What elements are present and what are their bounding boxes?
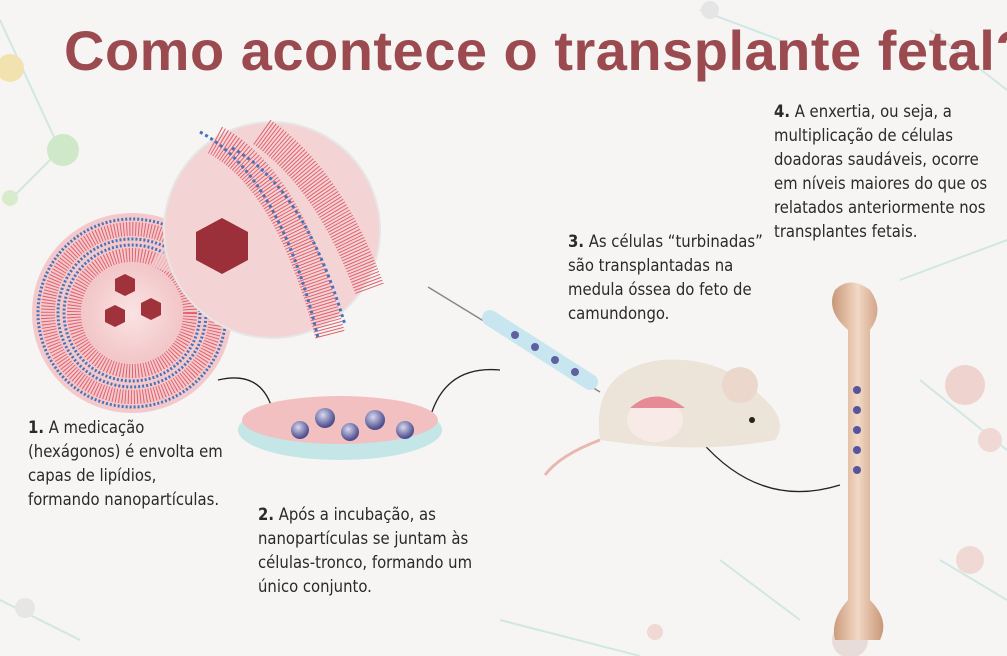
page-title: Como acontece o transplante fetal? — [64, 19, 1007, 82]
caption-line: transplantes fetais. — [774, 222, 918, 241]
step-number: 3. — [568, 232, 584, 251]
step-4-caption: 4. A enxertia, ou seja, a multiplicação … — [774, 100, 987, 244]
caption-line: células-tronco, formando um — [258, 553, 473, 572]
caption-line: relatados anteriormente nos — [774, 198, 986, 217]
caption-line: A enxertia, ou seja, a — [794, 102, 952, 121]
drug-hexagon — [115, 274, 135, 296]
caption-line: nanopartículas se juntam às — [258, 529, 469, 548]
caption-line: (hexágonos) é envolta em — [28, 442, 223, 461]
bone — [831, 282, 884, 640]
caption-line: em níveis maiores do que os — [774, 174, 988, 193]
caption-line: Após a incubação, as — [278, 505, 436, 524]
step-number: 2. — [258, 505, 274, 524]
caption-line: A medicação — [48, 418, 145, 437]
caption-line: são transplantadas na — [568, 256, 734, 275]
drug-hexagon — [141, 298, 161, 320]
step-3-caption: 3. As células “turbinadas” são transplan… — [568, 230, 763, 326]
syringe — [427, 286, 601, 393]
caption-line: formando nanopartículas. — [28, 490, 220, 509]
caption-line: As células “turbinadas” — [588, 232, 763, 251]
caption-line: único conjunto. — [258, 577, 372, 596]
caption-line: doadoras saudáveis, ocorre — [774, 150, 979, 169]
caption-line: capas de lipídios, — [28, 466, 157, 485]
step-number: 4. — [774, 102, 790, 121]
nanoparticle-zoom — [163, 119, 385, 339]
caption-line: medula óssea do feto de — [568, 280, 752, 299]
step-2-caption: 2. Após a incubação, as nanopartículas s… — [258, 503, 472, 599]
petri-dish — [238, 396, 442, 460]
mouse — [543, 359, 780, 476]
caption-line: multiplicação de células — [774, 126, 953, 145]
arrows — [217, 368, 841, 493]
step-1-caption: 1. A medicação (hexágonos) é envolta em … — [28, 416, 223, 512]
drug-hexagon — [196, 218, 248, 274]
step-number: 1. — [28, 418, 44, 437]
drug-hexagon — [105, 305, 125, 327]
caption-line: camundongo. — [568, 304, 670, 323]
